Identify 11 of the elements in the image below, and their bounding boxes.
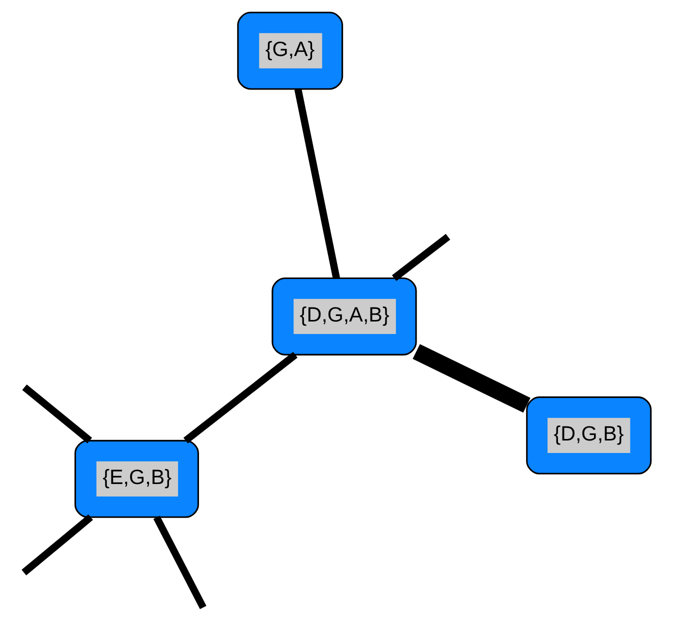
node-box: {E,G,B} (74, 440, 198, 518)
node-box: {D,G,A,B} (271, 277, 416, 356)
connector (412, 344, 530, 413)
connector (391, 234, 450, 281)
node-box: {D,G,B} (526, 396, 652, 474)
connector (182, 352, 298, 444)
connector (21, 514, 92, 576)
node-box: {G,A} (236, 12, 343, 90)
connector (152, 516, 206, 610)
connector (294, 88, 340, 279)
connector (22, 384, 92, 444)
